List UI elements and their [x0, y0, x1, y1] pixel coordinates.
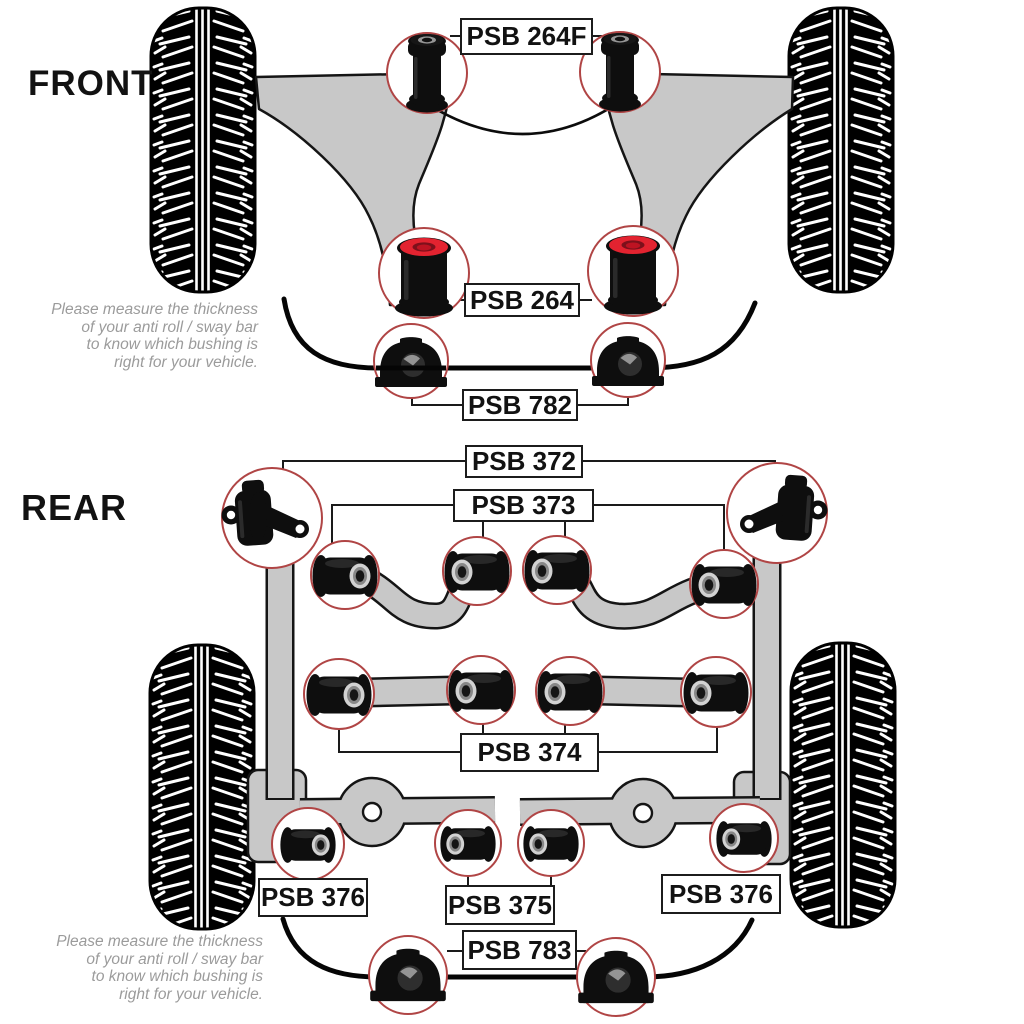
- front-subframe-curve: [425, 101, 619, 136]
- tire-front-right: [787, 6, 895, 294]
- part-label-psb-372: PSB 372: [465, 445, 583, 478]
- bushing-psb-264f-right: [579, 31, 661, 113]
- bushing-psb-376-left: [271, 807, 345, 881]
- front-control-arms: [254, 71, 795, 307]
- part-label-psb-376-left: PSB 376: [258, 878, 368, 917]
- note-line: to know which bushing is: [86, 336, 258, 353]
- bushing-psb-783-right: [576, 937, 656, 1017]
- bushing-psb-373-inner-right: [522, 535, 592, 605]
- part-label-psb-264: PSB 264: [464, 283, 580, 317]
- bushing-psb-375-left: [434, 809, 502, 877]
- bushing-psb-374-1: [303, 658, 375, 730]
- tire-front-left: [149, 6, 257, 294]
- note-line: right for your vehicle.: [119, 985, 263, 1003]
- part-label-psb-375: PSB 375: [445, 885, 555, 925]
- rear-section-heading: REAR: [21, 487, 128, 528]
- bushing-psb-376-right: [709, 803, 779, 873]
- part-label-psb-376-right: PSB 376: [661, 874, 781, 914]
- bushing-psb-374-4: [680, 656, 752, 728]
- bushing-psb-264-right: [587, 225, 679, 317]
- bushing-psb-783-left: [368, 935, 448, 1015]
- bushing-psb-373-outer-right: [689, 549, 759, 619]
- bushing-psb-372-right: [726, 462, 828, 564]
- part-label-psb-782: PSB 782: [462, 389, 578, 421]
- bushing-psb-372-left: [221, 467, 323, 569]
- bushing-psb-374-2: [446, 655, 516, 725]
- note-line: of your anti roll / sway bar: [81, 318, 258, 336]
- bushing-psb-264-left: [378, 227, 470, 319]
- rear-measure-note: Please measure the thickness of your ant…: [43, 933, 263, 1003]
- part-label-psb-374: PSB 374: [460, 733, 599, 772]
- front-measure-note: Please measure the thickness of your ant…: [38, 301, 258, 371]
- note-line: to know which bushing is: [91, 968, 263, 985]
- bushing-psb-782-left: [373, 323, 449, 399]
- bushing-psb-374-3: [535, 656, 605, 726]
- tire-rear-right: [789, 641, 897, 929]
- bushing-psb-373-inner-left: [442, 536, 512, 606]
- part-label-psb-264f: PSB 264F: [460, 18, 593, 55]
- part-label-psb-373: PSB 373: [453, 489, 594, 522]
- bushing-callouts: [221, 31, 828, 1017]
- note-line: Please measure the thickness: [51, 301, 258, 318]
- bushing-psb-782-right: [590, 322, 666, 398]
- note-line: of your anti roll / sway bar: [86, 950, 263, 968]
- rear-lateral-links: [343, 675, 713, 708]
- bushing-psb-373-outer-left: [310, 540, 380, 610]
- part-label-psb-783: PSB 783: [462, 930, 577, 970]
- bushing-psb-375-right: [517, 809, 585, 877]
- front-section-heading: FRONT: [28, 64, 154, 103]
- bushing-psb-264f-left: [386, 32, 468, 114]
- note-line: Please measure the thickness: [56, 933, 263, 950]
- tire-rear-left: [148, 643, 256, 931]
- note-line: right for your vehicle.: [114, 353, 258, 371]
- rear-sway-bar: [280, 916, 755, 980]
